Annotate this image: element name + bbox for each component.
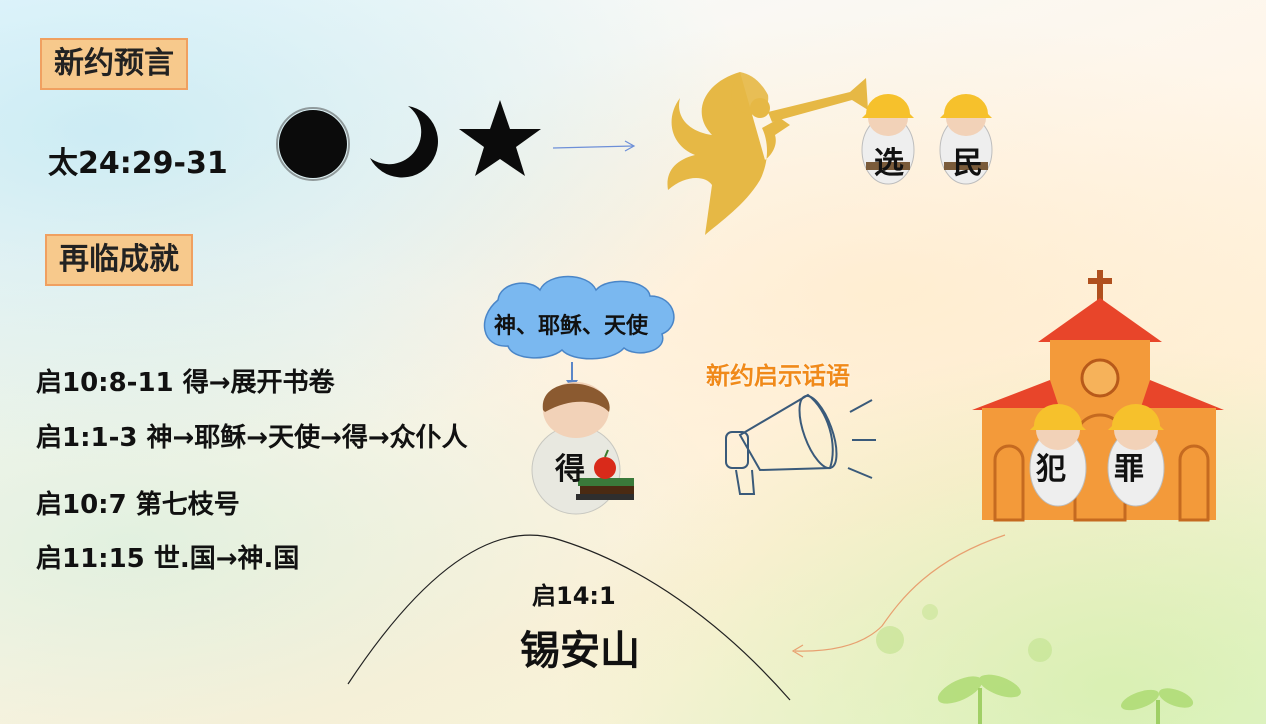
worker-icon	[861, 94, 915, 185]
verse-2: 启1:1-3 神→耶稣→天使→得→众仆人	[36, 423, 468, 453]
signs-arrow	[552, 145, 634, 149]
worker-icon	[1107, 404, 1165, 507]
mountain-name: 锡安山	[520, 628, 640, 674]
mountain-outline	[347, 534, 791, 701]
elect-label-2: 民	[953, 146, 983, 181]
cloud-text: 神、耶稣、天使	[494, 314, 649, 339]
verse-4: 启11:15 世.国→神.国	[36, 544, 300, 574]
cloud-icon	[483, 275, 675, 360]
church-label-2: 罪	[1114, 452, 1144, 487]
sprouts-decoration	[876, 604, 1194, 724]
heading-prophecy: 新约预言	[40, 38, 188, 90]
star-icon	[459, 100, 541, 176]
revelation-label: 新约启示话语	[706, 362, 850, 390]
receiver-label: 得	[555, 452, 585, 487]
church-label-1: 犯	[1036, 452, 1066, 487]
verse-1: 启10:8-11 得→展开书卷	[36, 368, 335, 398]
moon-icon	[370, 106, 438, 178]
megaphone-icon	[725, 393, 876, 495]
book-apple-icon	[576, 449, 634, 500]
verse-3: 启10:7 第七枝号	[36, 490, 240, 520]
elect-label-1: 选	[874, 146, 904, 181]
worker-icon	[939, 94, 993, 185]
return-arrow	[794, 534, 1006, 652]
sun-dark-icon	[276, 107, 350, 181]
angel-trumpet-icon	[667, 72, 868, 235]
worker-icon	[1029, 404, 1087, 507]
heading-fulfillment: 再临成就	[45, 234, 193, 286]
prophecy-reference: 太24:29-31	[48, 146, 228, 181]
mountain-reference: 启14:1	[532, 582, 616, 610]
